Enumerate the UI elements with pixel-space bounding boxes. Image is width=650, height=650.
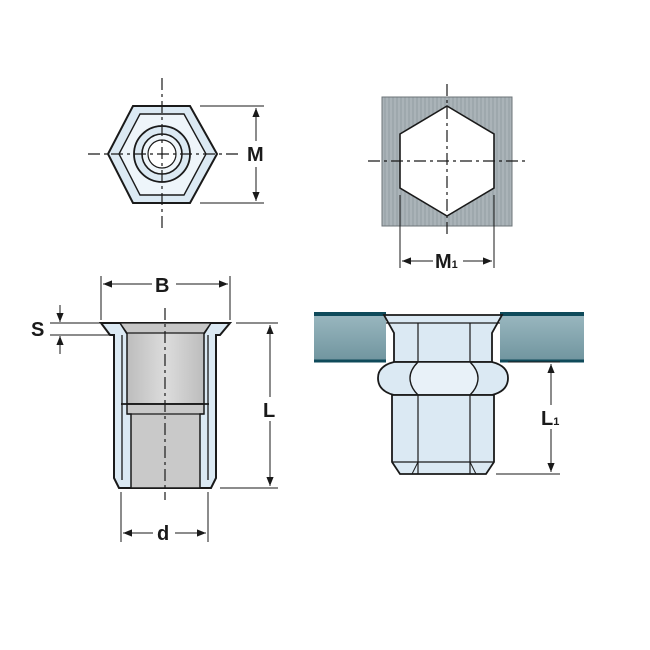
installed-flange xyxy=(382,314,504,363)
dimension-label-s: S xyxy=(31,319,44,341)
installed-view: L1 xyxy=(314,312,584,475)
plate-right xyxy=(500,313,584,362)
dimension-label-m1: M1 xyxy=(435,251,458,273)
section-view: B S L d xyxy=(31,273,281,545)
bulge-lobe-middle xyxy=(409,361,479,396)
plate-left xyxy=(314,313,386,362)
dimension-label-d: d xyxy=(157,523,169,545)
bore-chamfer xyxy=(118,322,213,334)
hex-top-view: M xyxy=(88,78,270,228)
hex-body-chamfer-left xyxy=(411,461,419,475)
dimension-label-l: L xyxy=(263,400,275,422)
hex-hole-view: M1 xyxy=(368,84,526,273)
hex-body-chamfer-right xyxy=(469,461,477,475)
dimension-label-b: B xyxy=(155,275,169,297)
dimension-label-l1: L1 xyxy=(541,408,559,430)
dimension-label-m: M xyxy=(247,144,264,166)
